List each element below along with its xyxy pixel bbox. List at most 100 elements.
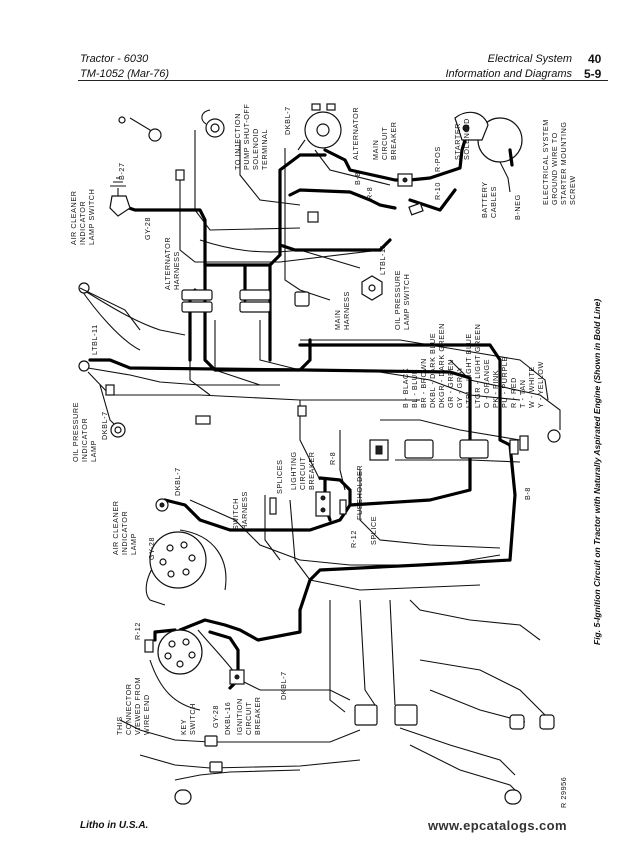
oil-pressure-lamp (78, 282, 141, 438)
label-r8-b: R-8 (328, 452, 337, 465)
label-connector-2: CONNECTOR (124, 683, 133, 735)
fuseholder (369, 439, 389, 461)
label-main-breaker-3: BREAKER (389, 121, 398, 160)
labels: TO INJECTION PUMP SHUT-OFF SOLENOID TERM… (69, 104, 577, 808)
label-ground-1: ELECTRICAL SYSTEM (541, 119, 550, 205)
label-dkbl7-d: DKBL-7 (279, 671, 288, 700)
legend-entry: W - WHITE (527, 366, 536, 408)
label-lighting-breaker-3: BREAKER (307, 451, 316, 490)
oil-pressure-switch (361, 275, 383, 301)
label-ground-3: STARTER MOUNTING (559, 121, 568, 205)
splices (269, 497, 347, 515)
label-gy28-top: GY-28 (143, 217, 152, 240)
legend-entry: LTGR - LIGHT GREEN (473, 324, 482, 408)
label-battery-2: CABLES (489, 186, 498, 218)
label-oil-switch-1: OIL PRESSURE (393, 270, 402, 330)
label-ground-4: SCREW (568, 175, 577, 205)
litho-footer: Litho in U.S.A. (80, 820, 149, 831)
label-oil-switch-2: LAMP SWITCH (402, 274, 411, 330)
section-subtitle: Information and Diagrams (445, 68, 572, 80)
figure-caption: Fig. 5-Ignition Circuit on Tractor with … (592, 299, 602, 645)
legend-entry: GR - GREEN (446, 359, 455, 408)
key-switch-connector-lower (157, 629, 203, 675)
label-injection-1: TO INJECTION (233, 113, 242, 170)
label-ac-switch-3: LAMP SWITCH (87, 189, 96, 245)
watermark: www.epcatalogs.com (428, 818, 567, 833)
label-r10: R-10 (433, 182, 442, 200)
wiring-diagram: .w { fill:none; stroke:#111; stroke-widt… (69, 103, 602, 808)
label-ltbl11-a: LTBL-11 (378, 244, 387, 275)
label-injection-4: TERMINAL (260, 129, 269, 170)
legend-entry: GY - GRAY (455, 366, 464, 408)
label-alt-harness-2: HARNESS (172, 251, 181, 290)
label-ref-number: R 29956 (559, 777, 568, 808)
label-b8-b: B-8 (523, 487, 532, 500)
label-switch-harness-2: HARNESS (240, 491, 249, 530)
legend-entry: R - RED (509, 377, 518, 408)
battery-terminal (408, 202, 424, 216)
air-cleaner-sensor (118, 116, 162, 142)
main-circuit-breaker (397, 173, 413, 187)
label-ac-switch-2: INDICATOR (78, 201, 87, 245)
label-key-switch-2: SWITCH (188, 703, 197, 735)
label-dkbl7-b: DKBL-7 (100, 411, 109, 440)
label-main-breaker-2: CIRCUIT (380, 127, 389, 160)
label-starter-solenoid-2: SOLENOID (462, 118, 471, 160)
key-switch-connector-upper (149, 531, 207, 589)
label-main-harness-2: HARNESS (342, 291, 351, 330)
legend-entry: DKGR - DARK GREEN (437, 323, 446, 408)
label-splices-a: SPLICES (275, 459, 284, 494)
label-fuseholder: FUSEHOLDER (355, 465, 364, 520)
alternator (297, 103, 342, 151)
label-injection-3: SOLENOID (251, 128, 260, 170)
air-cleaner-lamp (155, 498, 169, 512)
header-rule (78, 80, 608, 81)
label-oil-lamp-1: OIL PRESSURE (71, 402, 80, 462)
legend-entry: Y - YELLOW (536, 361, 545, 408)
injection-solenoid (201, 109, 225, 138)
label-gy28-b: GY-28 (147, 537, 156, 560)
legend-entry: PU - PURPLE (500, 356, 509, 408)
misc-connectors (105, 169, 561, 805)
label-oil-lamp-3: LAMP (89, 440, 98, 462)
section-number: 40 (588, 52, 602, 66)
label-b27: B-27 (117, 162, 126, 180)
color-legend: B - BLACK BL - BLUE BR - BROWN DKBL - DA… (401, 323, 545, 408)
legend-entry: BR - BROWN (419, 358, 428, 408)
label-ac-lamp-1: AIR CLEANER (111, 500, 120, 555)
label-alternator: ALTERNATOR (351, 107, 360, 160)
doc-number: TM-1052 (Mar-76) (80, 68, 170, 80)
page-number: 5-9 (584, 67, 602, 81)
legend-entry: LTBL - LIGHT BLUE (464, 333, 473, 408)
label-r8-a: R-8 (365, 187, 374, 200)
label-lighting-breaker-2: CIRCUIT (298, 457, 307, 490)
air-cleaner-switch (109, 177, 131, 217)
label-gy28-c: GY-28 (211, 705, 220, 728)
label-ltbl11-b: LTBL-11 (90, 324, 99, 355)
label-starter-solenoid-1: STARTER (453, 123, 462, 160)
grommets (181, 289, 489, 773)
label-connector-1: THIS (115, 716, 124, 735)
label-ac-lamp-3: LAMP (129, 533, 138, 555)
label-main-harness-1: MAIN (333, 310, 342, 330)
legend-entry: BL - BLUE (410, 369, 419, 408)
lighting-breaker (315, 491, 331, 517)
label-key-switch-1: KEY (179, 719, 188, 735)
label-battery-1: BATTERY (480, 181, 489, 218)
section-title: Electrical System (487, 53, 572, 65)
label-splice-b: SPLICE (369, 516, 378, 545)
label-ignition-breaker-2: CIRCUIT (244, 702, 253, 735)
label-dkbl7-c: DKBL-7 (173, 467, 182, 496)
starter-motor (454, 111, 523, 193)
legend-entry: DKBL - DARK BLUE (428, 333, 437, 408)
label-switch-harness-1: SWITCH (231, 498, 240, 530)
label-injection-2: PUMP SHUT-OFF (242, 104, 251, 170)
label-r-pos: R-POS (433, 146, 442, 172)
legend-entry: T - TAN (518, 379, 527, 408)
label-ignition-breaker-3: BREAKER (253, 696, 262, 735)
doc-title: Tractor - 6030 (80, 53, 149, 65)
label-ignition-breaker-1: IGNITION (235, 698, 244, 735)
label-ac-switch-1: AIR CLEANER (69, 190, 78, 245)
legend-entry: B - BLACK (401, 368, 410, 408)
label-lighting-breaker-1: LIGHTING (289, 451, 298, 490)
